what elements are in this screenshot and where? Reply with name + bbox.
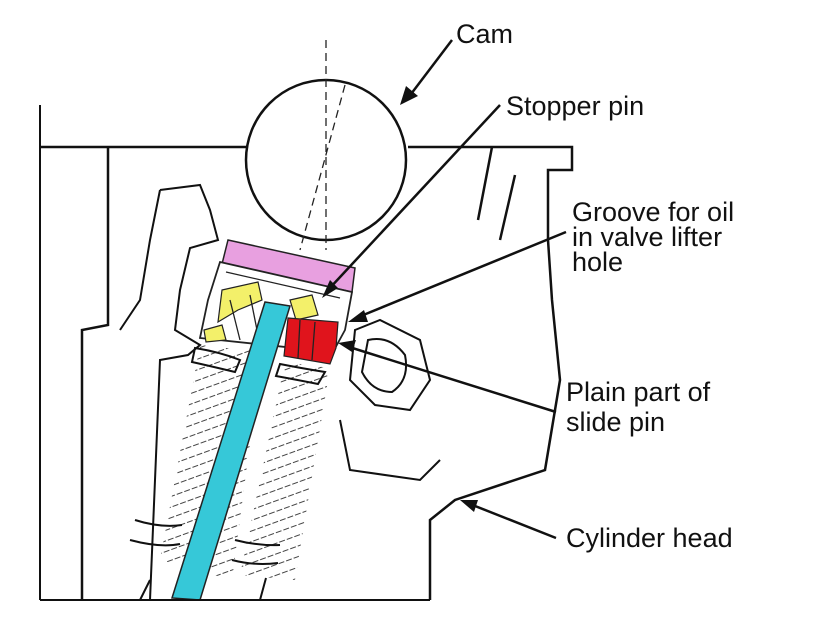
spring-retainer <box>190 346 327 386</box>
cam-arrowhead <box>400 86 418 105</box>
label-cylinder-head: Cylinder head <box>566 523 733 553</box>
label-plain-part-line1: Plain part of <box>566 377 711 407</box>
plain-part-arrowhead <box>338 340 356 352</box>
valve-spring-right <box>240 362 330 580</box>
slide-pin <box>283 317 339 365</box>
label-groove-line2: in valve lifter <box>572 222 723 252</box>
label-plain-part-line2: slide pin <box>566 407 666 437</box>
valve-seat-detail <box>129 519 281 601</box>
label-stopper-pin: Stopper pin <box>506 91 645 121</box>
stopper-pin-arrowhead <box>322 280 338 298</box>
lifter-yellow-part-left <box>217 281 263 324</box>
cylinder-head-leader <box>469 502 557 540</box>
label-cam: Cam <box>456 19 514 49</box>
slide-pin-detail <box>297 319 316 361</box>
label-groove-line3: hole <box>572 247 624 277</box>
lifter-yellow-part-bottom <box>203 324 227 343</box>
cylinder-head-outline <box>40 145 574 600</box>
cam-leader <box>407 39 453 99</box>
groove-leader <box>355 230 567 320</box>
lifter-bore-wall <box>119 183 220 601</box>
cylinder-head-arrowhead <box>460 500 478 512</box>
cam-centerline <box>299 40 346 251</box>
stopper-pin-leader <box>327 104 501 291</box>
groove-arrowhead <box>348 310 368 322</box>
label-groove-line1: Groove for oil <box>572 197 735 227</box>
oil-gallery <box>339 318 441 482</box>
plain-part-leader <box>345 344 557 414</box>
lifter-yellow-part-center <box>289 294 319 321</box>
